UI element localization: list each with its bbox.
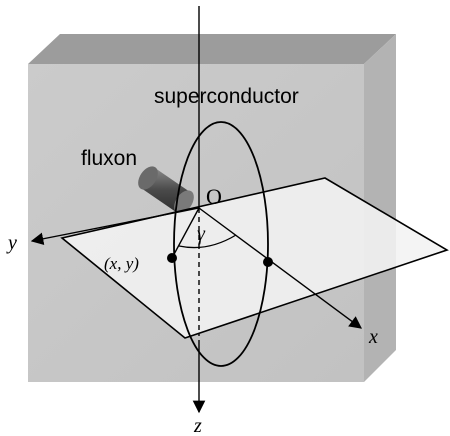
radius-line <box>171 207 200 259</box>
y-axis-arrow <box>30 207 200 245</box>
label-origin: O <box>206 184 222 209</box>
orbit-ellipse <box>173 121 269 367</box>
label-superconductor: superconductor <box>154 85 299 108</box>
point-xy <box>167 253 177 263</box>
slab-top-face <box>28 34 396 64</box>
label-gamma: γ <box>197 223 206 245</box>
x-axis-arrow <box>198 207 363 329</box>
label-axis-x: x <box>368 326 378 348</box>
label-axis-z: z <box>193 415 202 436</box>
label-axis-y: y <box>6 232 17 254</box>
point-orbit <box>263 257 273 267</box>
slab-right-face <box>364 34 396 382</box>
angle-arc <box>178 234 237 249</box>
xy-plane <box>60 177 449 339</box>
label-point-xy: (x, y) <box>104 254 139 273</box>
label-fluxon: fluxon <box>81 147 137 170</box>
